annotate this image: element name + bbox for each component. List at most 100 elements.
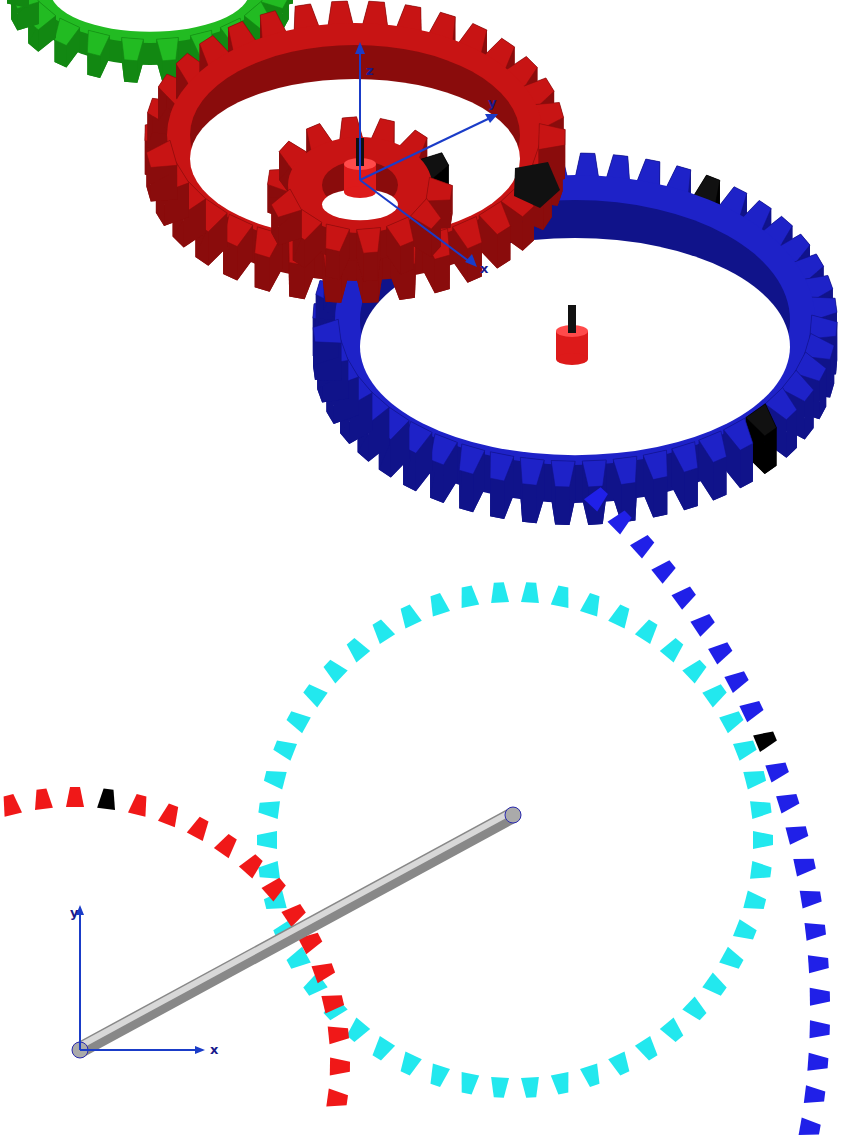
gear-tooth [490,452,514,481]
axis-label: y [70,906,78,919]
gear-tooth-side [522,484,536,524]
gear-tooth [324,660,348,684]
gear-tooth-side [7,0,29,8]
gear-tooth [4,794,22,817]
axis-label: y [488,96,496,109]
gear-tooth [122,38,144,61]
gear-tooth [303,684,327,707]
gear-tooth [258,801,280,819]
gear-tooth [746,404,777,436]
gear-tooth [257,831,277,849]
gear-hole [50,0,250,32]
gear-tooth [357,228,381,254]
gear-tooth [401,1052,422,1076]
gear-tooth [608,604,629,628]
gear-tooth [551,461,575,488]
axis-label: x [480,262,488,275]
gear-tooth [753,731,777,752]
gear-tooth [808,955,829,973]
gear-tooth [719,711,743,733]
gear-tooth [733,919,757,939]
crank-pivot [505,807,521,823]
gear-tooth [271,189,301,217]
gear-tooth [724,418,753,450]
gear-tooth [776,794,799,813]
gear-tooth [702,684,726,707]
gear-tooth [539,124,566,150]
gear-tooth [580,593,600,616]
gear-tooth [804,1085,826,1103]
gear-tooth [431,1064,451,1087]
gear-tooth-side [555,487,569,525]
gear-tooth [157,38,179,61]
marker-tooth [514,162,560,208]
gear-tooth [660,1018,684,1042]
gear-tooth [313,319,341,343]
gear-tooth [690,614,714,637]
x-axis [360,180,470,262]
axes [76,42,498,1054]
gear-tooth [584,487,608,511]
gear-tooth [724,671,748,693]
gear-tooth [743,891,766,910]
gear-tooth [635,620,658,644]
gear-tooth [258,861,280,879]
y-axis [79,912,81,1050]
gear-tooth [520,457,544,485]
gear-tooth [786,826,809,845]
gear-tooth [187,817,209,841]
crank-arm [80,815,513,1050]
gear-tooth [287,711,311,733]
axis-arrow [195,1046,205,1054]
gear-tooth [750,861,772,879]
gear-tooth [739,701,763,722]
gear-tooth [672,442,698,473]
gear-tooth [608,1052,629,1076]
gear-tooth [660,638,684,662]
gear-tooth [386,217,413,247]
gear-tooth [793,859,816,877]
gear-tooth-side [363,252,377,281]
gear-tooth [582,460,606,487]
gear-tooth [643,450,667,480]
gear-tooth [521,1077,539,1098]
gear-tooth [146,140,177,167]
gear-tooth [630,535,654,559]
gear-tooth [97,788,115,810]
gear-tooth [743,771,766,790]
gear-tooth [810,988,830,1006]
gear-tooth-side [653,477,667,518]
axis-arrow [465,254,477,267]
gear-tooth [66,787,84,807]
axis-arrow [355,42,365,54]
gear-tooth-side [713,457,726,501]
z-axis [359,50,361,180]
gear-tooth [551,586,569,608]
gear-2d-view [4,487,830,1135]
gear-tooth [312,963,336,983]
gear-tooth [807,1053,828,1071]
shaft-hub [556,353,588,365]
gear-tooth [330,1058,350,1076]
axis-label: x [210,1043,218,1056]
gear-tooth [328,1026,349,1044]
gear-tooth [401,604,422,628]
axis-label: z [366,64,374,77]
gear-tooth [708,642,732,664]
gear-tooth-side [7,0,8,4]
gear-tooth [410,199,441,229]
gear-tooth [459,444,485,474]
gear-tooth [35,788,53,810]
gear-tooth [431,593,451,616]
gear-tooth [682,660,706,684]
gear-tooth [462,1072,480,1094]
gear-tooth-side [490,478,504,519]
gear-tooth-side [289,263,304,300]
gear-tooth [608,511,632,535]
y-axis [360,118,490,180]
gear-tooth [750,801,772,819]
gear-tooth [321,995,344,1013]
gear-tooth [273,740,297,760]
gear-tooth [651,560,675,583]
gear-tooth [453,217,482,249]
